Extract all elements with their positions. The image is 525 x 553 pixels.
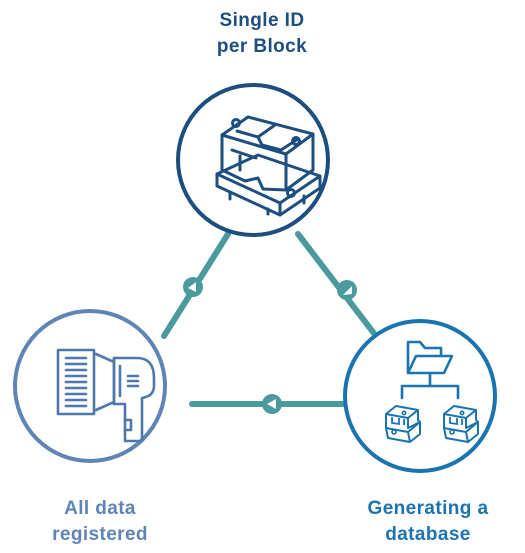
folder-icon [406, 340, 454, 375]
node-label-line: All data [64, 498, 136, 519]
arrow-marker-icon [337, 280, 357, 300]
arrow-marker-icon [262, 394, 282, 414]
node-label-line: registered [52, 524, 148, 545]
node-label-database: Generating a database [328, 496, 525, 548]
node-circle-left [13, 309, 167, 463]
node-all-data [13, 309, 167, 463]
node-label-line: Generating a [367, 498, 489, 519]
node-label-line: Single ID [219, 10, 305, 31]
node-label-single-id: Single ID per Block [142, 8, 382, 60]
database-tree-icon [400, 340, 460, 400]
node-single-id [176, 83, 330, 237]
node-label-line: per Block [216, 36, 308, 57]
node-circle-top [176, 83, 330, 237]
node-database [343, 319, 497, 473]
block-icon [385, 405, 421, 443]
barcode-scanner-icon [56, 348, 156, 443]
node-label-all-data: All data registered [0, 496, 210, 548]
arrow-markers [183, 277, 357, 414]
arrow-marker-icon [183, 277, 203, 297]
connector-top-right [295, 231, 379, 339]
block-icon [215, 115, 322, 217]
connector-lines [161, 231, 379, 407]
node-label-line: database [385, 524, 471, 545]
block-icon [443, 405, 479, 443]
